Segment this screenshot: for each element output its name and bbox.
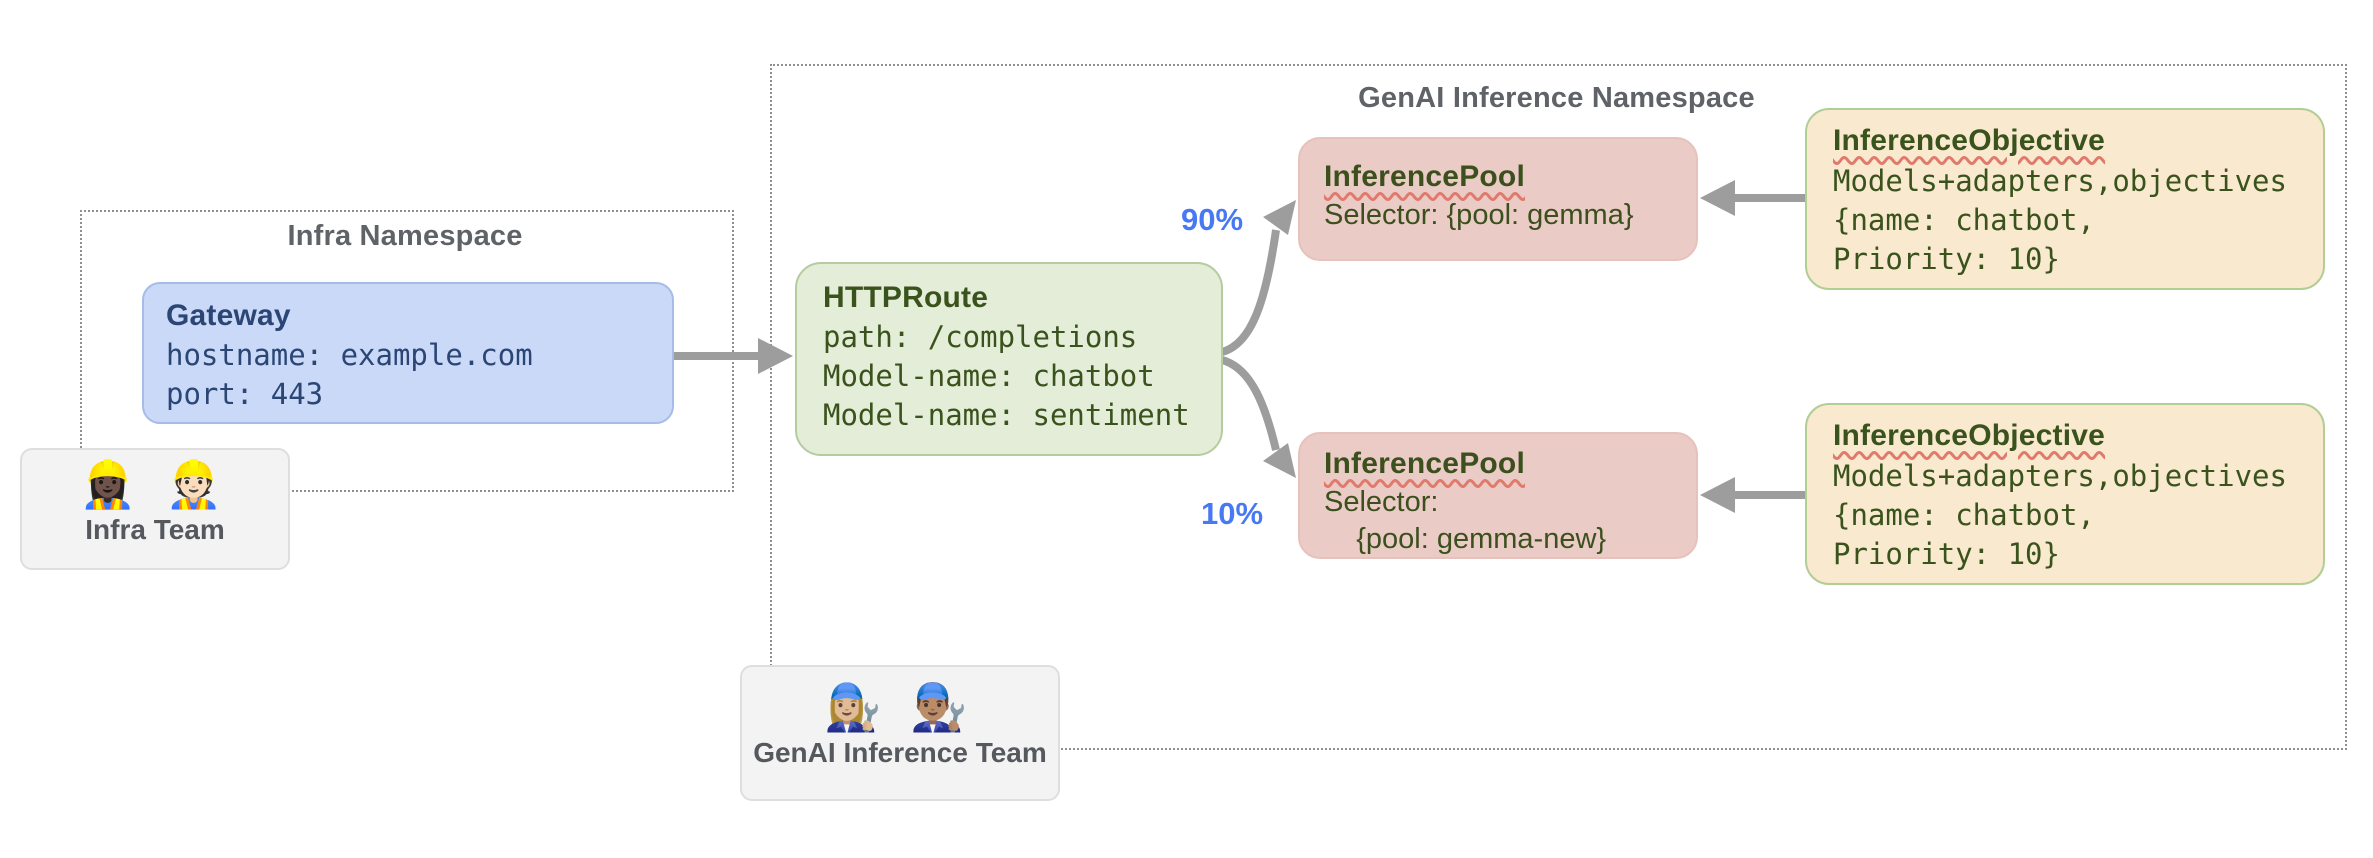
httproute-to-pool-bottom-arrow [1220,356,1280,451]
inference-pool-bottom-selector-line: Selector: [1324,486,1439,518]
inference-objective-bottom-name-line: {name: chatbot, [1833,498,2095,532]
genai-namespace-title: GenAI Inference Namespace [1358,82,1755,114]
construction-workers-icon: 👷🏿‍♀️ 👷🏻 [79,458,231,510]
gateway-title: Gateway [166,299,291,332]
inference-objective-bottom-models-line: Models+adapters,objectives [1833,459,2287,493]
arrowhead-objective-top [1700,180,1735,216]
infra-team-label: Infra Team [85,514,225,545]
inference-objective-top-card: InferenceObjective Models+adapters,objec… [1805,108,2325,290]
httproute-to-pool-top-arrow [1220,229,1280,356]
gateway-hostname-line: hostname: example.com [166,338,533,372]
genai-inference-team-card: 👩🏼‍🔧 👨🏽‍🔧 GenAI Inference Team [740,665,1060,801]
gateway-port-line: port: 443 [166,377,324,411]
inference-objective-top-name-line: {name: chatbot, [1833,203,2095,237]
httproute-path-line: path: /completions [823,320,1138,354]
infra-team-card: 👷🏿‍♀️ 👷🏻 Infra Team [20,448,290,570]
traffic-split-10-label: 10% [1200,496,1264,531]
genai-namespace-boundary [770,64,2347,750]
inference-pool-top-card: InferencePool Selector: {pool: gemma} [1298,137,1698,261]
httproute-title: HTTPRoute [823,281,989,314]
inference-objective-top-title: InferenceObjective [1833,124,2106,157]
inference-objective-bottom-card: InferenceObjective Models+adapters,objec… [1805,403,2325,585]
inference-objective-bottom-title: InferenceObjective [1833,419,2106,452]
inference-pool-top-title: InferencePool [1324,160,1525,193]
traffic-split-90-label: 90% [1180,202,1244,237]
arrowhead-into-pool-top [1263,200,1296,235]
inference-objective-top-priority-line: Priority: 10} [1833,242,2060,276]
gateway-card: Gateway hostname: example.com port: 443 [142,282,674,424]
inference-pool-bottom-value-line: {pool: gemma-new} [1324,523,1607,555]
inference-pool-top-selector-line: Selector: {pool: gemma} [1324,199,1634,231]
arrowhead-into-pool-bottom [1263,443,1296,478]
inference-pool-bottom-card: InferencePool Selector: {pool: gemma-new… [1298,432,1698,559]
infra-namespace-boundary [80,210,734,492]
httproute-model-chatbot-line: Model-name: chatbot [823,359,1155,393]
arrowhead-objective-bottom [1700,477,1735,513]
inference-pool-bottom-title: InferencePool [1324,447,1525,480]
infra-namespace-title: Infra Namespace [287,220,523,252]
inference-objective-bottom-priority-line: Priority: 10} [1833,537,2060,571]
inference-objective-top-models-line: Models+adapters,objectives [1833,164,2287,198]
arrowhead-into-httproute [758,338,793,374]
httproute-model-sentiment-line: Model-name: sentiment [823,398,1190,432]
httproute-card: HTTPRoute path: /completions Model-name:… [795,262,1223,456]
mechanics-icon: 👩🏼‍🔧 👨🏽‍🔧 [824,681,976,733]
genai-inference-team-label: GenAI Inference Team [753,737,1047,768]
